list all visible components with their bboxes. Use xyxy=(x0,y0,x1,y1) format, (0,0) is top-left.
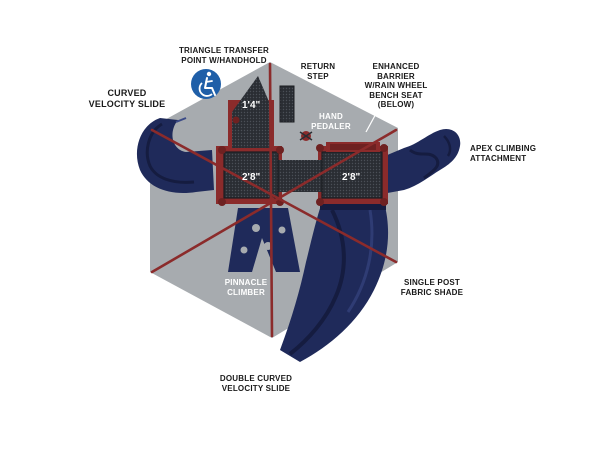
label-pinnacle-climber: PINNACLE CLIMBER xyxy=(224,278,268,297)
label-single-post-shade: SINGLE POST FABRIC SHADE xyxy=(400,278,464,297)
posts xyxy=(218,116,388,206)
label-return-step: RETURN STEP xyxy=(300,62,336,81)
deck-right xyxy=(322,152,382,198)
label-hand-pedaler: HAND PEDALER xyxy=(311,112,351,131)
dimension-right-deck: 2'8" xyxy=(342,172,361,183)
label-triangle-transfer: TRIANGLE TRANSFER POINT W/HANDHOLD xyxy=(178,46,270,65)
label-enhanced-barrier: ENHANCED BARRIER W/RAIN WHEEL BENCH SEAT… xyxy=(364,62,428,109)
hand-pedaler xyxy=(299,131,313,141)
triangle-transfer-deck xyxy=(232,76,270,148)
return-step xyxy=(280,86,294,122)
label-double-curved-slide: DOUBLE CURVED VELOCITY SLIDE xyxy=(219,374,293,393)
apex-climbing-attachment xyxy=(380,128,461,194)
dimension-upper-deck: 1'4" xyxy=(242,100,261,111)
curved-velocity-slide xyxy=(136,117,214,194)
dimension-left-deck: 2'8" xyxy=(242,172,261,183)
pinnacle-climber xyxy=(228,208,300,272)
label-curved-velocity-slide: CURVED VELOCITY SLIDE xyxy=(88,88,166,109)
label-apex-climbing: APEX CLIMBING ATTACHMENT xyxy=(470,144,537,163)
leader-lines xyxy=(365,109,379,133)
wheelchair-accessibility-icon xyxy=(191,69,221,99)
